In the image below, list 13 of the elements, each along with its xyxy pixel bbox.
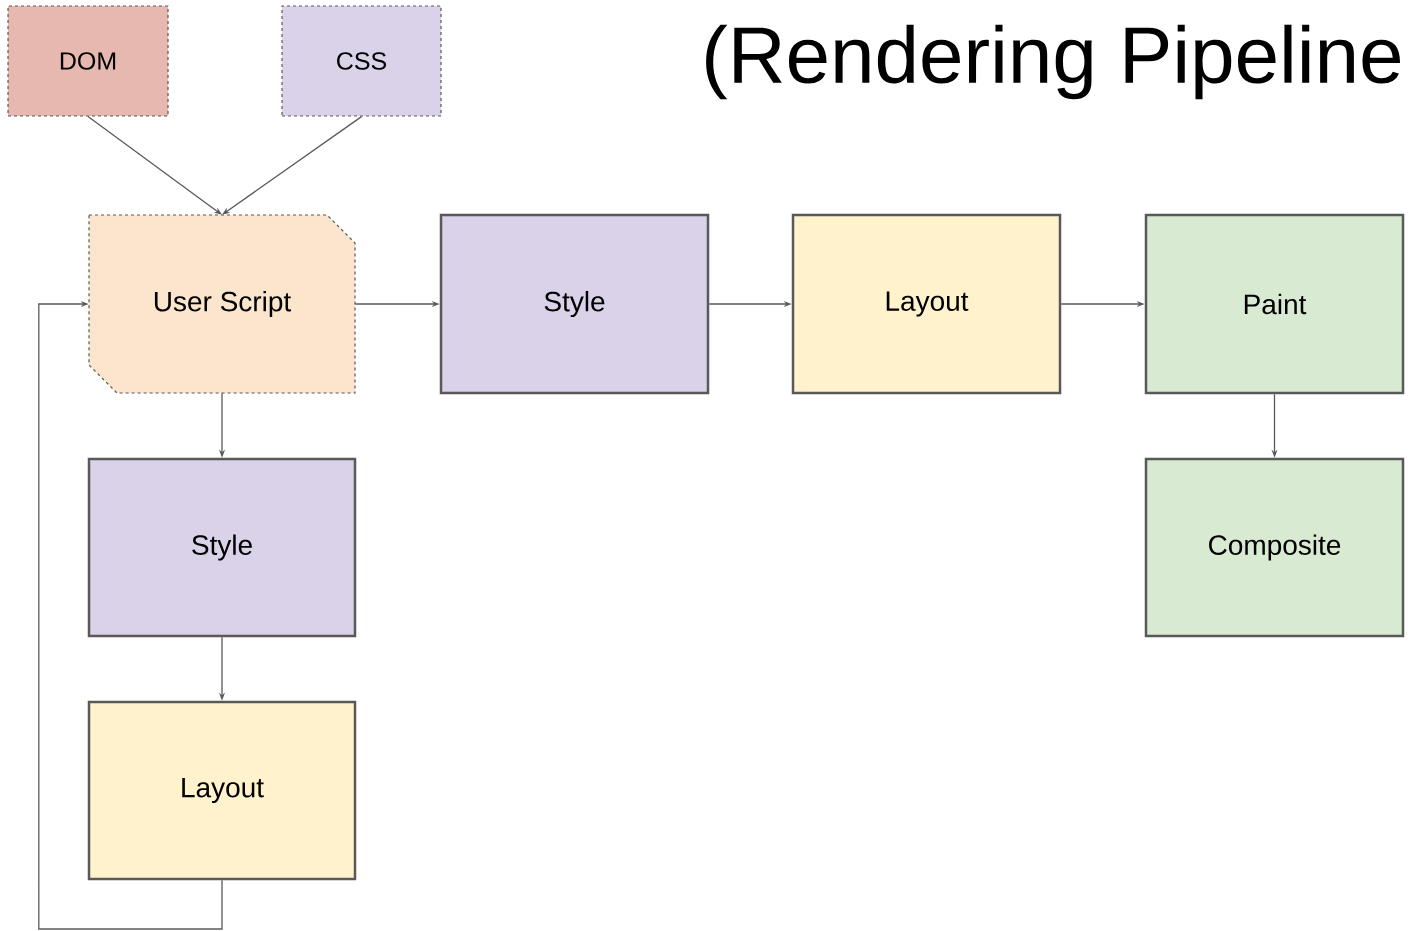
script-box: User Script bbox=[88, 214, 356, 394]
title: (Rendering Pipeline bbox=[706, 24, 1400, 100]
source-box: DOM bbox=[7, 5, 169, 117]
stage-box: Composite bbox=[1144, 457, 1405, 638]
arrow bbox=[87, 115, 222, 215]
arrow bbox=[38, 300, 223, 930]
stage-box: Style bbox=[87, 457, 357, 638]
stage-box: Layout bbox=[87, 700, 357, 881]
arrow bbox=[222, 115, 363, 215]
stage-box: Style bbox=[439, 213, 710, 395]
source-box: CSS bbox=[281, 5, 442, 117]
stage-box: Layout bbox=[791, 213, 1062, 395]
stage-box: Paint bbox=[1144, 213, 1405, 395]
